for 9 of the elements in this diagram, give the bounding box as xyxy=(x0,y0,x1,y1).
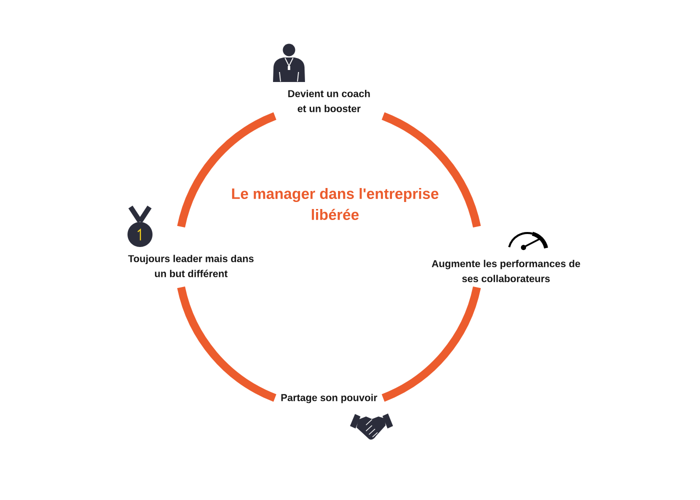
step-label: Augmente les performances de ses collaborateurs xyxy=(432,260,580,282)
title: Le manager dans l'entreprise libérée xyxy=(232,188,438,220)
ring-arc xyxy=(177,112,276,228)
ring-arc xyxy=(177,286,276,402)
ring-arc xyxy=(382,112,481,228)
step-label: Partage son pouvoir xyxy=(281,394,378,404)
step-label: Devient un coach et un booster xyxy=(288,90,370,112)
ring-arc xyxy=(382,286,481,402)
step-label: Toujours leader mais dans un but différent xyxy=(128,254,254,278)
